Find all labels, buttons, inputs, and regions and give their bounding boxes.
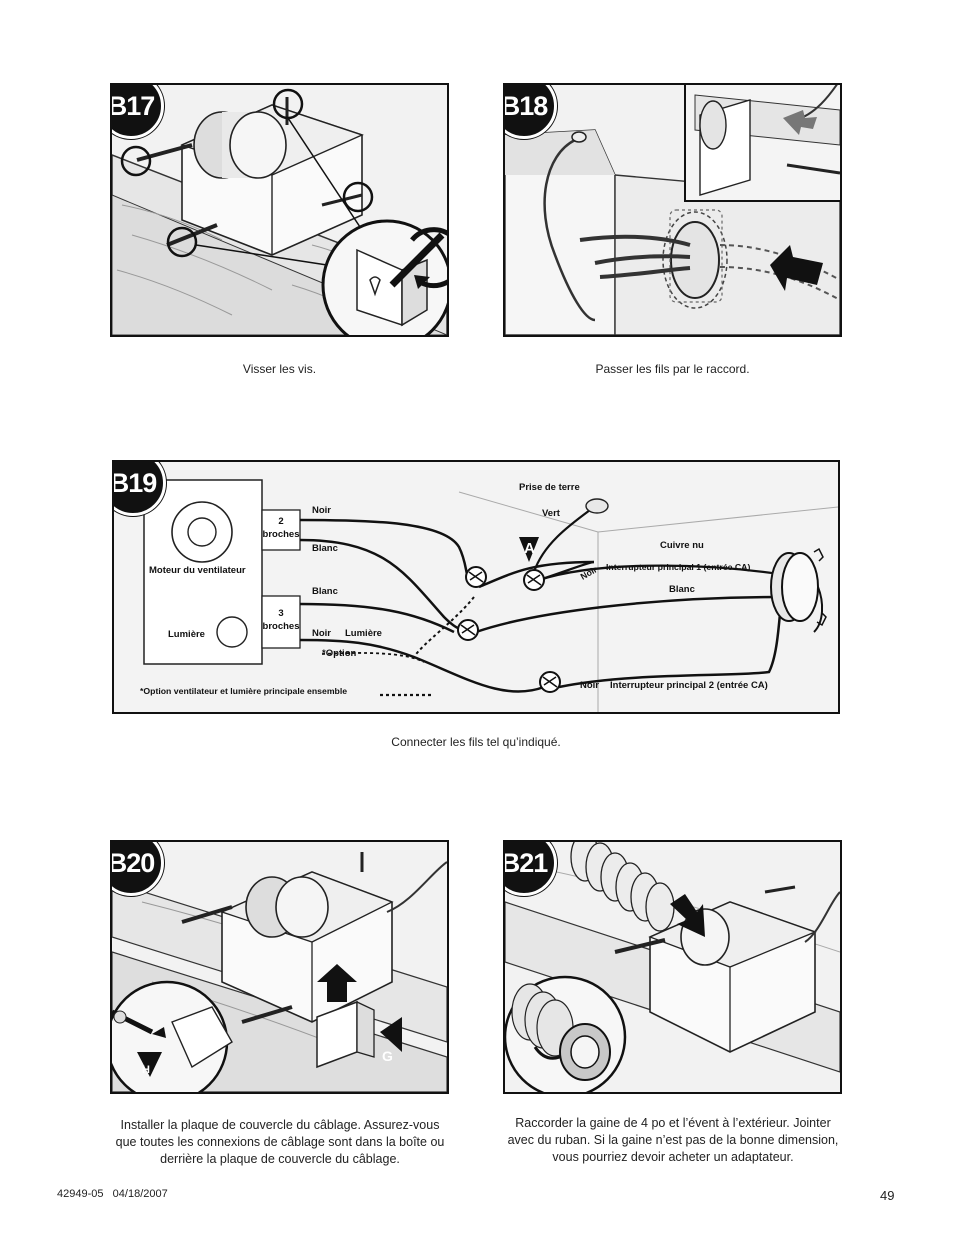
caption-b20-line-1: Installer la plaque de couvercle du câbl… bbox=[120, 1118, 440, 1132]
label-option-note: *Option ventilateur et lumière principal… bbox=[140, 686, 348, 696]
caption-b21-line-2: avec du ruban. Si la gaine n’est pas de … bbox=[507, 1133, 839, 1147]
caption-b21-line-1: Raccorder la gaine de 4 po et l’évent à … bbox=[515, 1116, 831, 1130]
b17-illustration bbox=[112, 88, 447, 335]
b21-illustration bbox=[505, 842, 840, 1092]
caption-b19: Connecter les fils tel qu’indiqué. bbox=[391, 735, 561, 749]
label-interrupteur-1: Interrupteur principal 1 (entrée CA) bbox=[606, 562, 751, 572]
page-number: 49 bbox=[880, 1188, 895, 1203]
footer-doc-info: 42949-05 04/18/2007 bbox=[57, 1188, 168, 1200]
caption-b20: Installer la plaque de couvercle du câbl… bbox=[100, 1117, 460, 1168]
caption-b18: Passer les fils par le raccord. bbox=[595, 362, 750, 376]
doc-id: 42949-05 bbox=[57, 1188, 104, 1200]
label-3: 3 bbox=[278, 608, 284, 619]
step-badge-b18: B18 bbox=[505, 85, 557, 139]
label-noir-top: Noir bbox=[312, 505, 331, 516]
b18-illustration bbox=[505, 85, 840, 335]
label-noir-bottom: Noir bbox=[580, 680, 599, 691]
panel-b21: B21 bbox=[503, 840, 842, 1094]
label-moteur: Moteur du ventilateur bbox=[149, 565, 246, 576]
label-vert: Vert bbox=[542, 508, 560, 519]
label-blanc-2: Blanc bbox=[312, 586, 338, 597]
label-broches-2: broches bbox=[262, 529, 300, 540]
label-broches-3: broches bbox=[262, 621, 300, 632]
panel-b19: B19 Prise de terre Vert Noir 2 broches B… bbox=[112, 460, 840, 714]
caption-b20-line-2: que toutes les connexions de câblage son… bbox=[115, 1135, 445, 1149]
marker-h: H bbox=[142, 1064, 150, 1076]
label-prise-de-terre: Prise de terre bbox=[519, 482, 580, 493]
b20-illustration bbox=[112, 852, 447, 1092]
marker-g: G bbox=[382, 1048, 393, 1064]
panel-b17: B17 bbox=[110, 83, 449, 337]
marker-a: A bbox=[524, 540, 535, 557]
step-badge-b21: B21 bbox=[505, 842, 557, 896]
label-blanc-right: Blanc bbox=[669, 584, 695, 595]
label-2: 2 bbox=[278, 516, 284, 527]
label-cuivre-nu: Cuivre nu bbox=[660, 540, 704, 551]
label-lumiere-left: Lumière bbox=[168, 629, 205, 640]
label-interrupteur-2: Interrupteur principal 2 (entrée CA) bbox=[610, 680, 768, 691]
caption-b21: Raccorder la gaine de 4 po et l’évent à … bbox=[493, 1115, 853, 1166]
panel-b20: B20 G H bbox=[110, 840, 449, 1094]
caption-b20-line-3: derrière la plaque de couvercle du câbla… bbox=[160, 1152, 400, 1166]
doc-date: 04/18/2007 bbox=[112, 1188, 168, 1200]
panel-b18: B18 bbox=[503, 83, 842, 337]
b19-wiring-diagram bbox=[143, 479, 838, 712]
label-lumiere-3pin: Lumière bbox=[345, 628, 382, 639]
caption-b21-line-3: vous pourriez devoir acheter un adaptate… bbox=[552, 1150, 794, 1164]
label-noir-3pin: Noir bbox=[312, 628, 331, 639]
caption-b17: Visser les vis. bbox=[242, 362, 317, 376]
label-blanc-1: Blanc bbox=[312, 543, 338, 554]
label-option: *Option bbox=[322, 648, 357, 659]
